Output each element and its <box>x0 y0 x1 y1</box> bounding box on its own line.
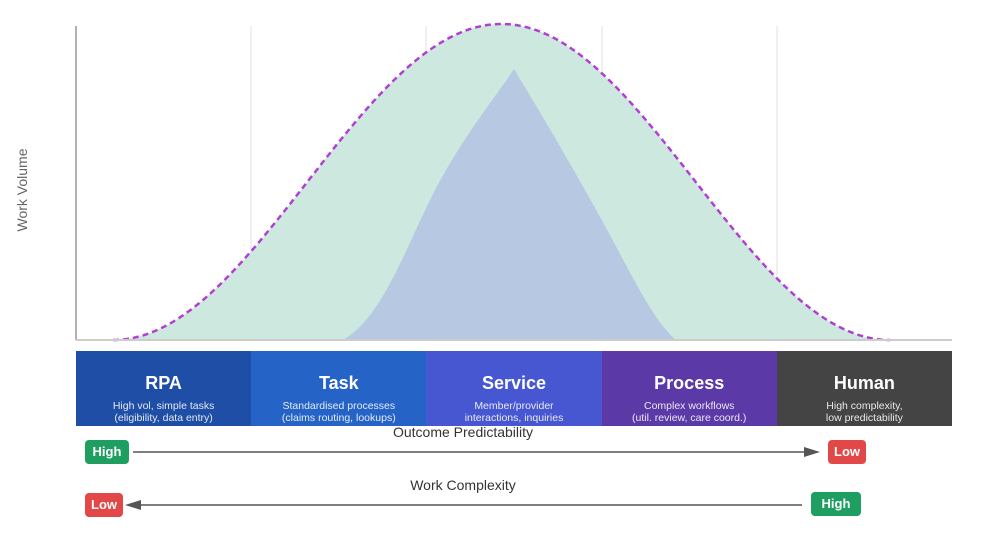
complexity-low-badge: Low <box>85 493 123 517</box>
outcome-predictability-label: Outcome Predictability <box>392 424 534 440</box>
automation-band-row: RPA High vol, simple tasks (eligibility, … <box>76 351 953 426</box>
band-title: RPA <box>145 373 182 393</box>
band-title: Process <box>654 373 725 393</box>
band-description: High complexity, low predictability <box>825 400 903 424</box>
band-rpa: RPA High vol, simple tasks (eligibility, … <box>76 351 252 426</box>
complexity-high-badge: High <box>811 492 861 516</box>
band-title: Service <box>481 373 547 393</box>
predictability-low-badge: Low <box>828 440 866 464</box>
predictability-high-badge: High <box>85 440 129 464</box>
band-description: High vol, simple tasks (eligibility, dat… <box>112 400 215 424</box>
work-complexity-label: Work Complexity <box>410 477 516 493</box>
complexity-arrowhead <box>125 500 141 510</box>
band-title: Human <box>833 373 895 393</box>
band-title: Task <box>318 373 359 393</box>
y-axis-label: Work Volume <box>14 148 30 232</box>
band-description: Standardised processes (claims routing, … <box>281 400 396 424</box>
predictability-arrowhead <box>804 447 820 457</box>
band-description: Member/provider interactions, inquiries <box>464 400 564 424</box>
inner-volume-area <box>343 69 676 340</box>
band-description: Complex workflows (util. review, care co… <box>632 400 747 424</box>
